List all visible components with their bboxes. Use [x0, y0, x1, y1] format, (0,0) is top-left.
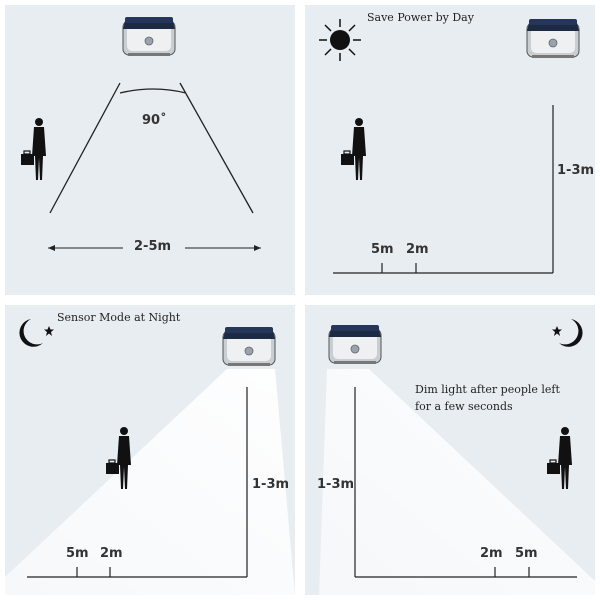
solar-light-icon	[526, 18, 580, 59]
solar-light-icon	[122, 16, 176, 57]
dim-caption-line2: for a few seconds	[415, 400, 513, 413]
sun-icon	[319, 19, 361, 61]
day-caption: Save Power by Day	[367, 11, 474, 24]
light-beam	[319, 369, 595, 595]
panel-1-graphic	[20, 16, 261, 251]
height-label: 1-3m	[317, 477, 355, 492]
height-label: 1-3m	[557, 163, 595, 178]
solar-light-icon	[222, 326, 276, 367]
person-with-briefcase-icon	[340, 117, 367, 181]
light-beam	[5, 369, 295, 595]
distance-label-far: 5m	[371, 242, 394, 257]
night-caption: Sensor Mode at Night	[57, 311, 181, 324]
angle-label: 90˚	[142, 113, 167, 128]
dim-caption-line1: Dim light after people left	[415, 383, 560, 396]
panel-dim-mode: Dim light after people left for a few se…	[305, 305, 595, 595]
moon-icon	[19, 319, 43, 347]
person-with-briefcase-icon	[20, 117, 47, 181]
detection-edge-left	[49, 82, 121, 214]
detection-edge-right	[179, 82, 254, 214]
panel-3-graphic	[5, 319, 295, 595]
distance-label-far: 5m	[515, 546, 538, 561]
star-icon	[44, 326, 54, 336]
height-label: 1-3m	[252, 477, 290, 492]
person-with-briefcase-icon	[546, 426, 573, 490]
star-icon	[552, 326, 562, 336]
panel-detection-angle: 90˚ 2-5m	[5, 5, 295, 295]
distance-label-near: 2m	[480, 546, 503, 561]
distance-label-far: 5m	[66, 546, 89, 561]
panel-2-graphic	[319, 18, 580, 274]
distance-label-near: 2m	[100, 546, 123, 561]
panel-day-mode: Save Power by Day 1-3m 5m 2m	[305, 5, 595, 295]
range-label: 2-5m	[134, 239, 172, 254]
solar-light-icon	[328, 324, 382, 365]
angle-arc	[119, 88, 187, 94]
distance-label-near: 2m	[406, 242, 429, 257]
moon-icon	[559, 319, 583, 347]
panel-night-sensor-mode: Sensor Mode at Night 1-3m 5m 2m	[5, 305, 295, 595]
panel-4-graphic	[319, 319, 595, 595]
